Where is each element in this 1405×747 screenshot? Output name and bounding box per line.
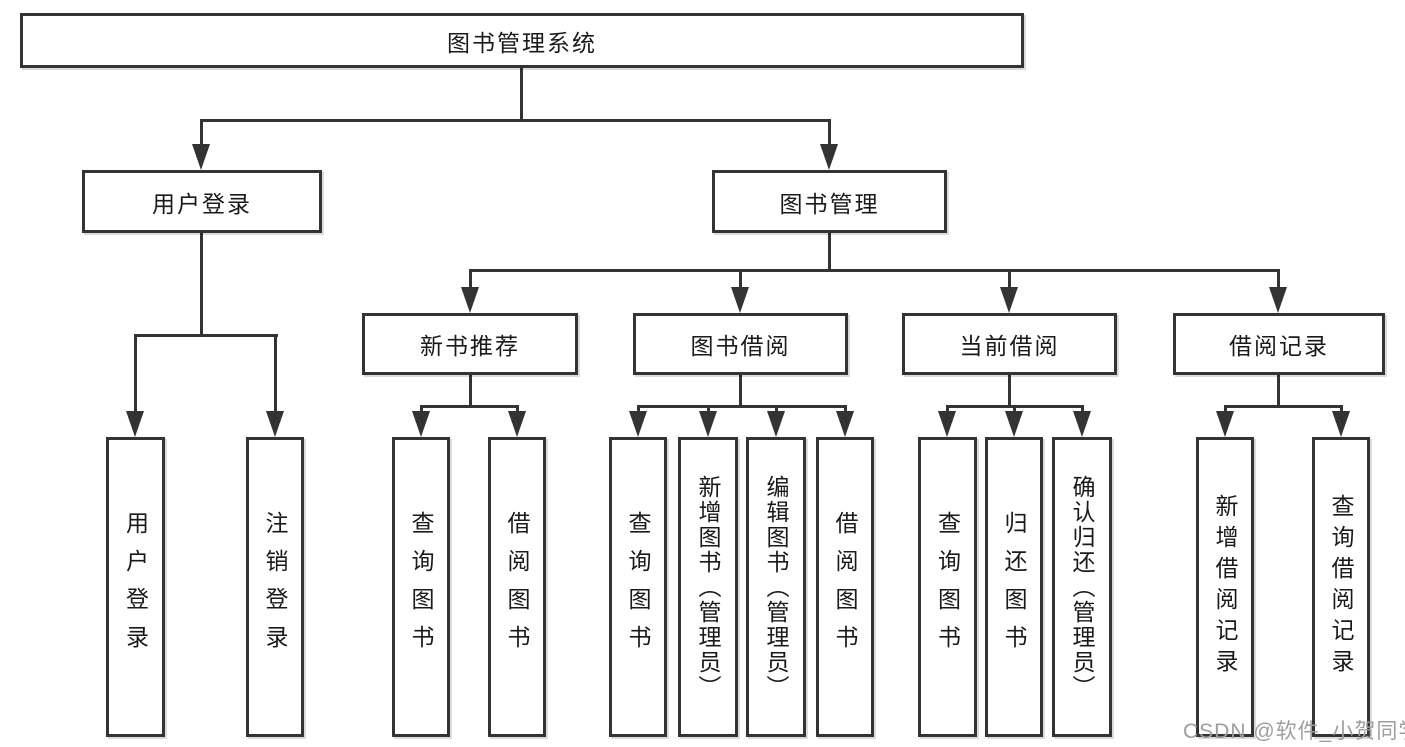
connector-stem <box>274 334 277 412</box>
connector-stem <box>1013 405 1016 414</box>
leaf-confirm-return-admin: 确认归还（管理员） <box>1052 437 1112 737</box>
connector-hline <box>420 405 519 408</box>
node-new-book-recommendation: 新书推荐 <box>362 313 578 375</box>
arrowhead-down-icon <box>1216 411 1234 437</box>
arrowhead-down-icon <box>767 411 785 437</box>
connector-hline <box>637 405 847 408</box>
connector-vline <box>200 233 203 337</box>
leaf-logout: 注销登录 <box>246 437 304 737</box>
arrowhead-down-icon <box>820 144 838 170</box>
connector-stem <box>1277 269 1280 289</box>
connector-stem <box>469 269 472 289</box>
connector-stem <box>134 334 137 412</box>
watermark: CSDN @软件_小贺同学 <box>1183 720 1405 743</box>
connector-hline <box>134 334 278 337</box>
arrowhead-down-icon <box>412 411 430 437</box>
arrowhead-down-icon <box>461 287 479 313</box>
arrowhead-down-icon <box>266 411 284 437</box>
connector-stem <box>420 405 423 414</box>
connector-hline <box>200 119 831 122</box>
node-book-borrowing: 图书借阅 <box>633 313 848 375</box>
connector-stem <box>1081 405 1084 414</box>
leaf-borrow-books: 借阅图书 <box>816 437 874 737</box>
arrowhead-down-icon <box>1000 287 1018 313</box>
arrowhead-down-icon <box>938 411 956 437</box>
connector-stem <box>1340 405 1343 414</box>
connector-stem <box>1008 269 1011 289</box>
connector-stem <box>1224 405 1227 414</box>
leaf-add-books-admin: 新增图书（管理员） <box>678 437 738 737</box>
arrowhead-down-icon <box>836 411 854 437</box>
connector-hline <box>1224 405 1343 408</box>
node-user-login: 用户登录 <box>82 170 322 233</box>
connector-vline <box>1277 375 1280 408</box>
arrowhead-down-icon <box>1332 411 1350 437</box>
leaf-query-books-current: 查询图书 <box>918 437 977 737</box>
arrowhead-down-icon <box>1269 287 1287 313</box>
connector-stem <box>516 405 519 414</box>
node-current-borrowing: 当前借阅 <box>902 313 1117 375</box>
connector-vline <box>520 66 523 122</box>
leaf-edit-books-admin: 编辑图书（管理员） <box>746 437 806 737</box>
arrowhead-down-icon <box>1005 411 1023 437</box>
connector-stem <box>828 119 831 146</box>
connector-hline <box>470 269 1280 272</box>
arrowhead-down-icon <box>699 411 717 437</box>
arrowhead-down-icon <box>192 144 210 170</box>
node-library-management-system: 图书管理系统 <box>20 13 1024 68</box>
leaf-add-borrow-record: 新增借阅记录 <box>1196 437 1254 737</box>
leaf-user-login: 用户登录 <box>106 437 165 737</box>
node-book-management: 图书管理 <box>712 170 947 233</box>
connector-stem <box>844 405 847 414</box>
connector-vline <box>739 375 742 408</box>
connector-stem <box>707 405 710 414</box>
leaf-borrow-books-recommend: 借阅图书 <box>488 437 546 737</box>
leaf-query-books-recommend: 查询图书 <box>392 437 450 737</box>
connector-stem <box>637 405 640 414</box>
leaf-query-borrow-record: 查询借阅记录 <box>1312 437 1370 737</box>
node-borrowing-records: 借阅记录 <box>1173 313 1385 375</box>
arrowhead-down-icon <box>126 411 144 437</box>
arrowhead-down-icon <box>508 411 526 437</box>
leaf-query-books-borrowing: 查询图书 <box>609 437 667 737</box>
connector-stem <box>775 405 778 414</box>
arrowhead-down-icon <box>1073 411 1091 437</box>
connector-vline <box>828 233 831 272</box>
connector-stem <box>200 119 203 146</box>
arrowhead-down-icon <box>629 411 647 437</box>
arrowhead-down-icon <box>731 287 749 313</box>
connector-stem <box>739 269 742 289</box>
connector-stem <box>946 405 949 414</box>
connector-vline <box>469 375 472 408</box>
leaf-return-books: 归还图书 <box>985 437 1043 737</box>
connector-vline <box>1008 375 1011 408</box>
